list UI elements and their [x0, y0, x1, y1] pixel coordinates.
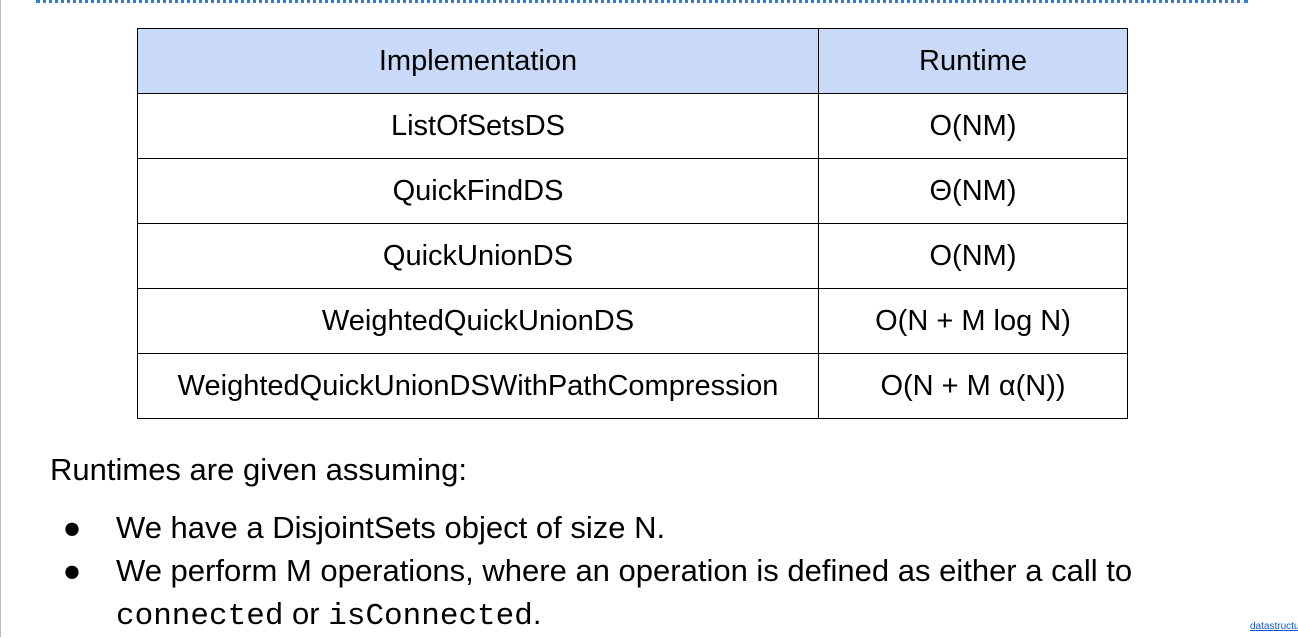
list-item: ● We have a DisjointSets object of size … — [60, 506, 1250, 549]
code-isconnected: isConnected — [328, 599, 533, 634]
assumption-text-middle: or — [283, 596, 329, 631]
code-connected: connected — [116, 599, 284, 634]
assumption-text: We perform M operations, where an operat… — [116, 553, 1133, 588]
assumptions-heading: Runtimes are given assuming: — [50, 452, 467, 487]
datastructures-link[interactable]: datastructur.es — [1250, 621, 1298, 632]
bullet-icon: ● — [62, 510, 82, 545]
implementation-cell: WeightedQuickUnionDSWithPathCompression — [137, 353, 819, 419]
assumption-text-end: . — [532, 596, 542, 631]
list-item: ● We perform M operations, where an oper… — [60, 549, 1250, 638]
runtime-cell: O(NM) — [818, 223, 1128, 289]
column-header-runtime: Runtime — [818, 28, 1128, 94]
dotted-divider — [36, 0, 1248, 3]
bullet-icon: ● — [62, 553, 82, 588]
runtime-table: Implementation Runtime ListOfSetsDS O(NM… — [137, 28, 1128, 419]
table-row: WeightedQuickUnionDS O(N + M log N) — [137, 288, 1128, 354]
runtime-cell: O(NM) — [818, 93, 1128, 159]
table-header-row: Implementation Runtime — [137, 28, 1128, 94]
implementation-cell: ListOfSetsDS — [137, 93, 819, 159]
table-row: QuickFindDS Θ(NM) — [137, 158, 1128, 224]
runtime-cell: Θ(NM) — [818, 158, 1128, 224]
implementation-cell: QuickFindDS — [137, 158, 819, 224]
table-row: QuickUnionDS O(NM) — [137, 223, 1128, 289]
assumptions-list: ● We have a DisjointSets object of size … — [60, 506, 1250, 638]
implementation-cell: QuickUnionDS — [137, 223, 819, 289]
runtime-cell: O(N + M α(N)) — [818, 353, 1128, 419]
table-row: WeightedQuickUnionDSWithPathCompression … — [137, 353, 1128, 419]
slide-left-edge — [0, 0, 1, 637]
implementation-cell: WeightedQuickUnionDS — [137, 288, 819, 354]
runtime-cell: O(N + M log N) — [818, 288, 1128, 354]
column-header-implementation: Implementation — [137, 28, 819, 94]
assumption-text: We have a DisjointSets object of size N. — [116, 510, 666, 545]
table-row: ListOfSetsDS O(NM) — [137, 93, 1128, 159]
